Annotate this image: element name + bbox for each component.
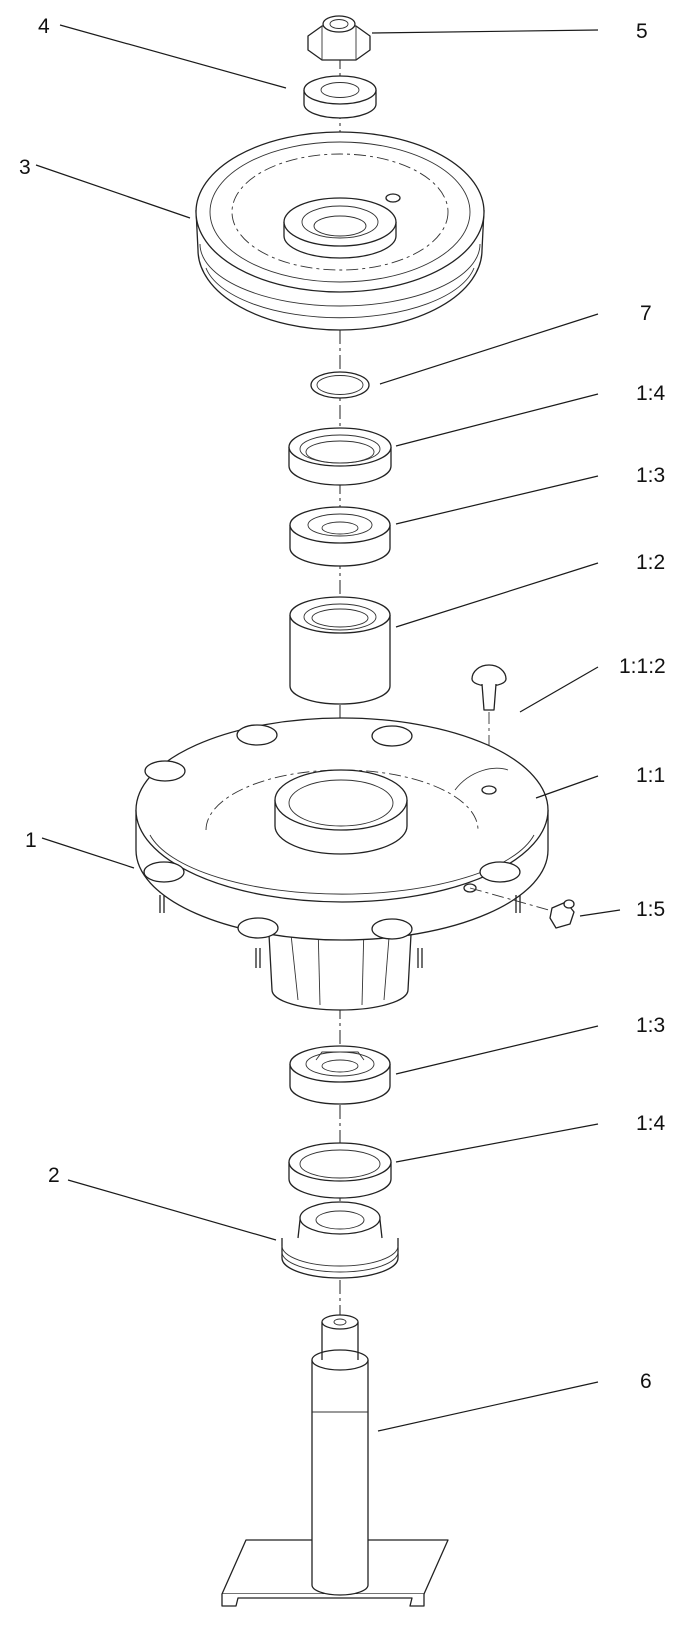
callout-1-3-lower: 1:3 xyxy=(636,1014,665,1037)
leader-7 xyxy=(379,313,599,385)
part-1-1-2-plug xyxy=(471,664,507,790)
leader-1-4-lower xyxy=(395,1123,599,1163)
callout-1-2: 1:2 xyxy=(636,551,665,574)
leader-2 xyxy=(67,1179,277,1241)
callout-2: 2 xyxy=(48,1164,60,1187)
callout-1-4-lower: 1:4 xyxy=(636,1112,666,1135)
callout-1-4-upper: 1:4 xyxy=(636,382,666,405)
part-5-hex-nut xyxy=(307,15,371,61)
part-1-3-lower-bearing xyxy=(289,1045,391,1105)
leader-1-3-lower xyxy=(395,1025,599,1075)
callout-1-5: 1:5 xyxy=(636,898,665,921)
leader-1-3-upper xyxy=(395,475,599,525)
leader-6 xyxy=(377,1381,599,1432)
callout-3: 3 xyxy=(19,156,31,179)
leader-1 xyxy=(41,837,135,869)
leader-1-5 xyxy=(579,909,621,917)
callout-1-3-upper: 1:3 xyxy=(636,464,665,487)
leader-1-2 xyxy=(395,562,599,628)
leader-1-1-2 xyxy=(519,666,599,713)
part-1-5-grease-fitting xyxy=(549,899,575,929)
part-4-washer xyxy=(303,75,377,119)
leader-5 xyxy=(371,29,599,34)
part-3-pulley xyxy=(195,131,485,331)
callout-7: 7 xyxy=(640,302,652,325)
part-7-ring xyxy=(310,371,370,399)
part-1-spindle-housing xyxy=(135,717,557,1011)
part-1-4-lower-seal xyxy=(288,1142,392,1199)
callout-1-1: 1:1 xyxy=(636,764,665,787)
part-1-3-upper-bearing xyxy=(289,506,391,567)
callout-1-1-2: 1:1:2 xyxy=(619,655,666,678)
leader-1-1 xyxy=(535,775,599,799)
part-6-spindle-shaft xyxy=(221,1314,449,1607)
callout-4: 4 xyxy=(38,15,50,38)
part-2-seal-bushing xyxy=(281,1201,399,1279)
callout-5: 5 xyxy=(636,20,648,43)
leader-4 xyxy=(59,24,287,89)
leader-1-4-upper xyxy=(395,393,599,447)
leader-3 xyxy=(35,164,191,219)
callout-1: 1 xyxy=(25,829,37,852)
part-1-4-upper-seal xyxy=(288,427,392,486)
part-1-2-spacer xyxy=(289,596,391,705)
callout-6: 6 xyxy=(640,1370,652,1393)
